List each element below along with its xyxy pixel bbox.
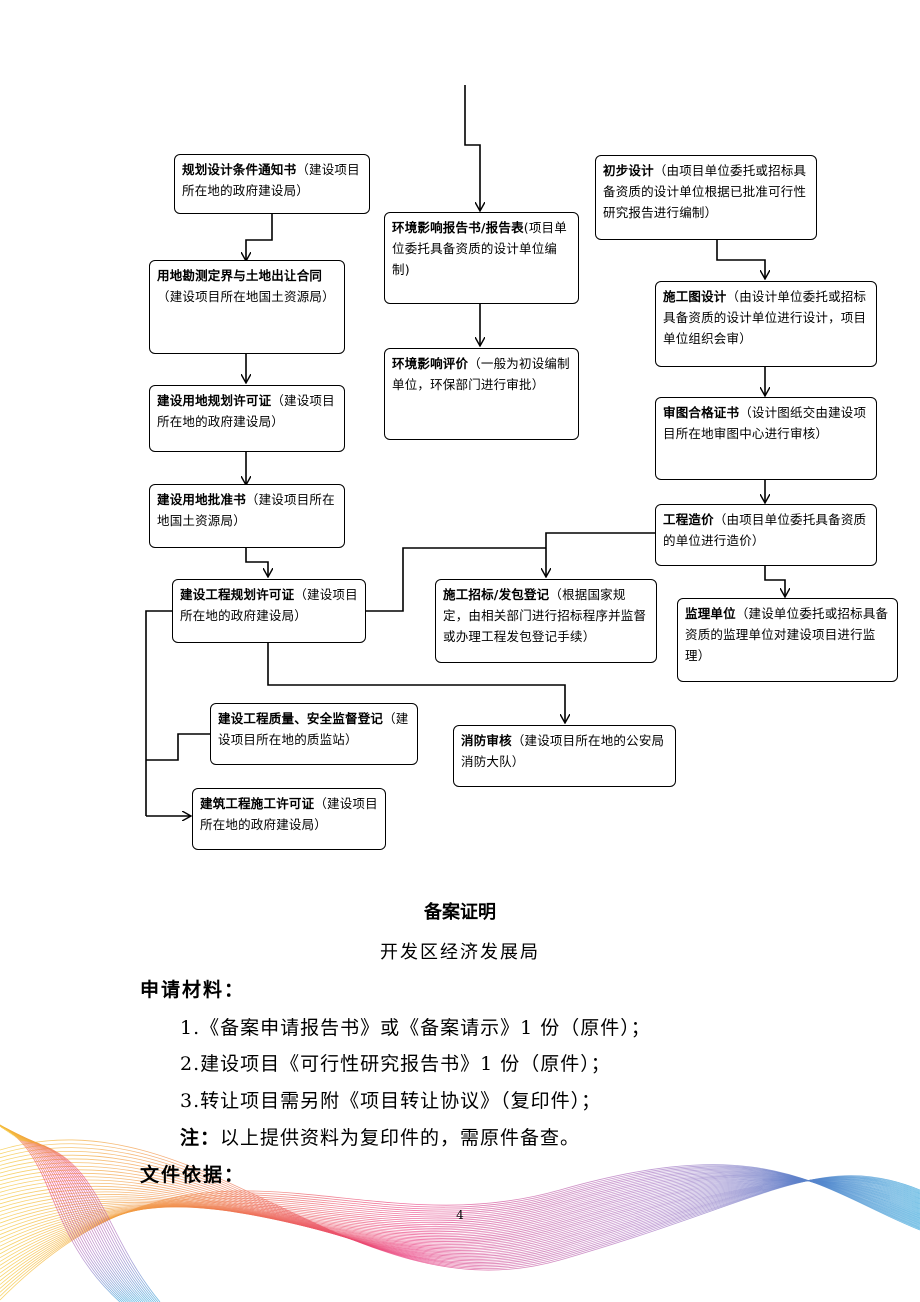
- box-title: 工程造价: [663, 512, 714, 527]
- box-title: 建设用地批准书: [157, 492, 246, 507]
- box-title: 审图合格证书: [663, 405, 740, 420]
- box-desc: （由项目单位委托具备资质的单位进行造价）: [663, 512, 867, 548]
- box-desc: （建设项目所在地的政府建设局）: [200, 796, 378, 832]
- basis-heading: 文件依据：: [140, 1164, 246, 1186]
- box-construction-permit: 建筑工程施工许可证（建设项目所在地的政府建设局）: [192, 788, 386, 850]
- arrow-plan-permit-to-fire: [267, 643, 565, 722]
- box-land-survey: 用地勘测定界与土地出让合同 （建设项目所在地国土资源局）: [149, 260, 345, 354]
- box-construction-drawing: 施工图设计（由设计单位委托或招标具备资质的设计单位进行设计，项目单位组织会审）: [655, 281, 877, 367]
- materials-heading: 申请材料：: [140, 979, 246, 1001]
- box-env-eval: 环境影响评价（一般为初设编制单位，环保部门进行审批）: [384, 348, 579, 440]
- ribbon-strand: [19, 1139, 161, 1302]
- box-title: 规划设计条件通知书: [182, 162, 297, 177]
- note-text: 以上提供资料为复印件的，需原件备查。: [220, 1127, 581, 1149]
- box-env-report: 环境影响报告书/报告表(项目单位委托具备资质的设计单位编制): [384, 212, 579, 304]
- box-desc: （由项目单位委托或招标具备资质的设计单位根据已批准可行性研究报告进行编制）: [603, 163, 807, 220]
- note-label: 注：: [180, 1127, 221, 1149]
- box-desc: （根据国家规定，由相关部门进行招标程序并监督或办理工程发包登记手续）: [443, 587, 647, 644]
- box-prelim-design: 初步设计（由项目单位委托或招标具备资质的设计单位根据已批准可行性研究报告进行编制…: [595, 155, 817, 240]
- box-planning-notice: 规划设计条件通知书（建设项目所在地的政府建设局）: [174, 154, 370, 214]
- arrow-cost-to-bidding: [546, 532, 655, 576]
- box-title: 建设工程规划许可证: [180, 587, 295, 602]
- box-title: 建筑工程施工许可证: [200, 796, 315, 811]
- arrow-planning-to-survey: [246, 214, 273, 260]
- section-subtitle: 开发区经济发展局: [380, 942, 540, 963]
- materials-item-2: 2.建设项目《可行性研究报告书》1 份（原件）；: [180, 1053, 611, 1075]
- box-desc: （建设项目所在地的政府建设局）: [180, 587, 358, 623]
- note-line: 注：以上提供资料为复印件的，需原件备查。: [180, 1123, 580, 1150]
- box-eng-plan-permit: 建设工程规划许可证（建设项目所在地的政府建设局）: [172, 579, 366, 643]
- box-desc: （建设项目所在地国土资源局）: [157, 289, 335, 304]
- page-number: 4: [456, 1208, 464, 1222]
- box-title: 建设工程质量、安全监督登记: [218, 711, 384, 726]
- box-desc: （由设计单位委托或招标具备资质的设计单位进行设计，项目单位组织会审）: [663, 289, 867, 346]
- arrow-top-to-env-report: [464, 85, 480, 210]
- arrow-prelim-to-drawing: [716, 240, 765, 278]
- box-title: 建设用地规划许可证: [157, 393, 272, 408]
- box-desc: （建设单位委托或招标具备资质的监理单位对建设项目进行监理）: [685, 606, 889, 663]
- box-drawing-review: 审图合格证书（设计图纸交由建设项目所在地审图中心进行审核）: [655, 397, 877, 480]
- box-land-use-permit: 建设用地规划许可证（建设项目所在地的政府建设局）: [149, 385, 345, 452]
- box-cost: 工程造价（由项目单位委托具备资质的单位进行造价）: [655, 504, 877, 566]
- box-desc: (项目单位委托具备资质的设计单位编制): [392, 220, 567, 277]
- box-desc: （建设项目所在地国土资源局）: [157, 492, 335, 528]
- arrow-approval-to-plan-permit: [245, 548, 268, 576]
- box-land-approval: 建设用地批准书（建设项目所在地国土资源局）: [149, 484, 345, 548]
- box-title: 监理单位: [685, 606, 736, 621]
- ribbon-strand: [0, 1164, 920, 1301]
- box-title: 用地勘测定界与土地出让合同: [157, 268, 323, 283]
- box-title: 消防审核: [461, 733, 512, 748]
- box-title: 施工图设计: [663, 289, 727, 304]
- line-trunk-to-quality: [146, 733, 210, 761]
- box-title: 环境影响报告书/报告表: [392, 220, 524, 235]
- box-desc: （建设项目所在地的政府建设局）: [157, 393, 335, 429]
- box-desc: （设计图纸交由建设项目所在地审图中心进行审核）: [663, 405, 867, 441]
- box-desc: （一般为初设编制单位，环保部门进行审批）: [392, 356, 570, 392]
- materials-item-1: 1.《备案申请报告书》或《备案请示》1 份（原件）；: [180, 1017, 651, 1039]
- line-plan-permit-to-bidding: [366, 547, 546, 612]
- box-desc: （建设项目所在地的政府建设局）: [182, 162, 360, 198]
- box-desc: （建设项目所在地的质监站）: [218, 711, 409, 747]
- line-plan-permit-trunk: [145, 610, 174, 816]
- box-title: 施工招标/发包登记: [443, 587, 550, 602]
- box-desc: （建设项目所在地的公安局消防大队）: [461, 733, 665, 769]
- box-bidding: 施工招标/发包登记（根据国家规定，由相关部门进行招标程序并监督或办理工程发包登记…: [435, 579, 657, 663]
- box-quality-safety: 建设工程质量、安全监督登记（建设项目所在地的质监站）: [210, 703, 418, 765]
- box-title: 初步设计: [603, 163, 654, 178]
- box-supervision: 监理单位（建设单位委托或招标具备资质的监理单位对建设项目进行监理）: [677, 598, 898, 682]
- box-fire-review: 消防审核（建设项目所在地的公安局消防大队）: [453, 725, 676, 787]
- materials-item-3: 3.转让项目需另附《项目转让协议》（复印件）；: [180, 1090, 602, 1112]
- arrow-cost-to-supervision: [764, 566, 785, 596]
- box-title: 环境影响评价: [392, 356, 469, 371]
- section-title: 备案证明: [424, 902, 496, 923]
